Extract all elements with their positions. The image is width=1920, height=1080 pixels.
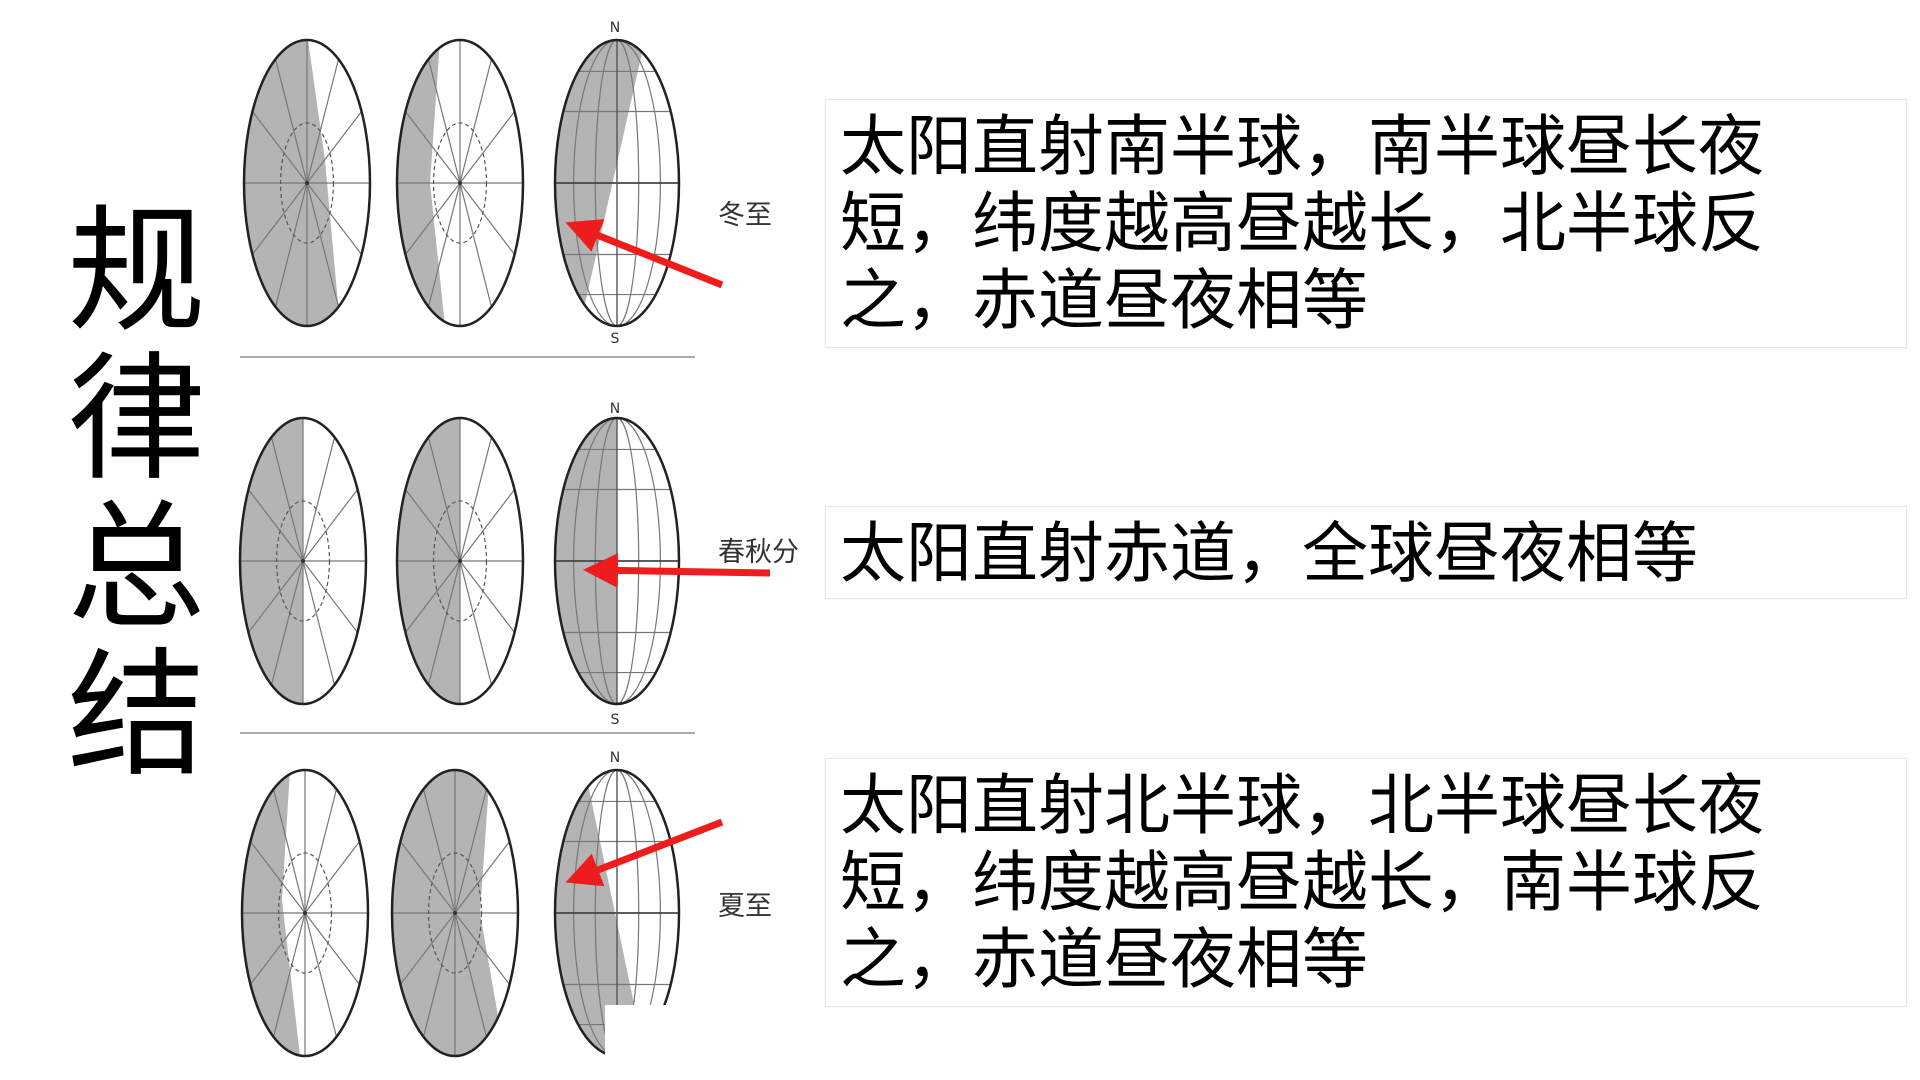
side-view-globe [553, 768, 681, 1058]
equinox-text: 太阳直射赤道，全球昼夜相等 [840, 515, 1698, 592]
season-label-summer: 夏至 [718, 891, 772, 922]
title-char: 律 [67, 339, 206, 500]
title-char: 结 [67, 635, 206, 796]
winter-solstice-text-box: 太阳直射南半球，南半球昼长夜短，纬度越高昼越长，北半球反之，赤道昼夜相等 [825, 99, 1907, 348]
south-pole-label: S [611, 712, 620, 728]
summary-title: 规 律 总 结 [64, 198, 209, 790]
polar-view-globe [238, 416, 368, 706]
winter-solstice-text: 太阳直射南半球，南半球昼长夜短，纬度越高昼越长，北半球反之，赤道昼夜相等 [840, 108, 1764, 339]
pointer-arrow [565, 219, 724, 289]
south-pole-label: S [611, 331, 620, 347]
pointer-arrow [565, 818, 724, 887]
title-char: 规 [67, 191, 206, 352]
side-view-globe [553, 38, 681, 328]
polar-view-globe [242, 38, 372, 328]
title-char: 总 [67, 487, 206, 648]
polar-view-globe [395, 38, 525, 328]
north-pole-label: N [610, 401, 620, 417]
north-pole-label: N [610, 750, 620, 766]
summer-solstice-text-box: 太阳直射北半球，北半球昼长夜短，纬度越高昼越长，南半球反之，赤道昼夜相等 [825, 758, 1907, 1007]
season-label-winter: 冬至 [718, 200, 772, 231]
equinox-text-box: 太阳直射赤道，全球昼夜相等 [825, 506, 1907, 599]
polar-view-globe [390, 768, 520, 1058]
summer-solstice-text: 太阳直射北半球，北半球昼长夜短，纬度越高昼越长，南半球反之，赤道昼夜相等 [840, 767, 1764, 998]
north-pole-label: N [610, 20, 620, 36]
polar-view-globe [395, 416, 525, 706]
corner-mask [605, 1005, 695, 1080]
pointer-arrow [583, 552, 771, 588]
globes-layer [238, 38, 695, 1080]
polar-view-globe [240, 768, 370, 1058]
side-view-globe [553, 416, 681, 706]
season-label-equinox: 春秋分 [718, 537, 799, 568]
